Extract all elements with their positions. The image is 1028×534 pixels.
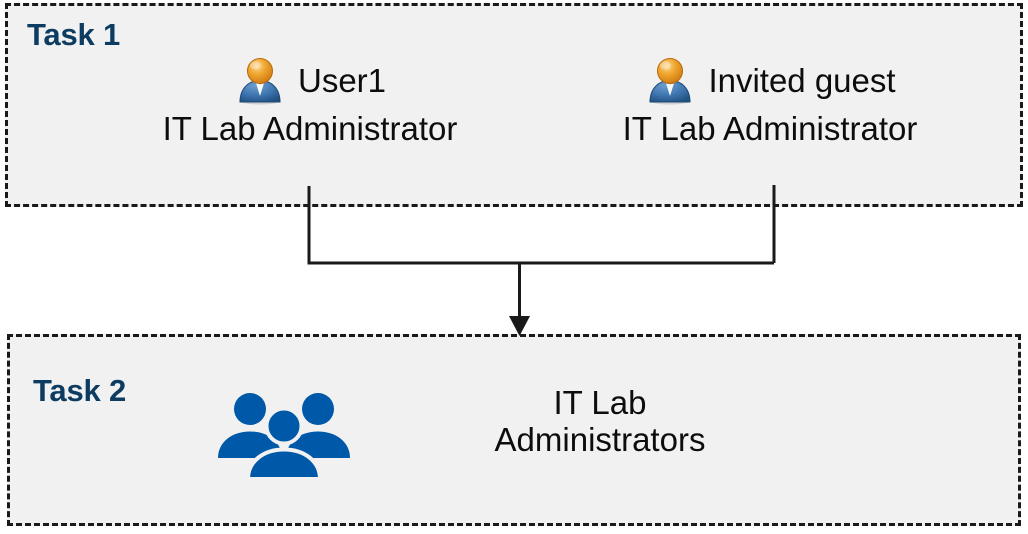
user-avatar-icon <box>238 58 281 105</box>
person-name: Invited guest <box>708 61 896 99</box>
person-entry-user1: User1 IT Lab Administrator <box>110 52 510 148</box>
arrowhead-icon <box>509 316 530 336</box>
group-title: IT Lab Administrators <box>400 384 800 459</box>
user-group-icon <box>214 388 354 482</box>
group-title-line-2: Administrators <box>494 420 706 458</box>
user-avatar-icon <box>649 58 692 105</box>
person-name: User1 <box>297 61 387 99</box>
task-2-label: Task 2 <box>33 373 127 408</box>
task-1-box <box>5 3 1023 207</box>
group-title-line-1: IT Lab <box>553 384 647 421</box>
person-row: Invited guest <box>570 52 970 110</box>
task-2-box <box>7 334 1021 526</box>
person-entry-invited-guest: Invited guest IT Lab Administrator <box>570 52 970 148</box>
person-row: User1 <box>110 52 510 110</box>
task-1-label: Task 1 <box>27 17 121 52</box>
person-role: IT Lab Administrator <box>622 110 918 147</box>
person-role: IT Lab Administrator <box>162 110 458 147</box>
